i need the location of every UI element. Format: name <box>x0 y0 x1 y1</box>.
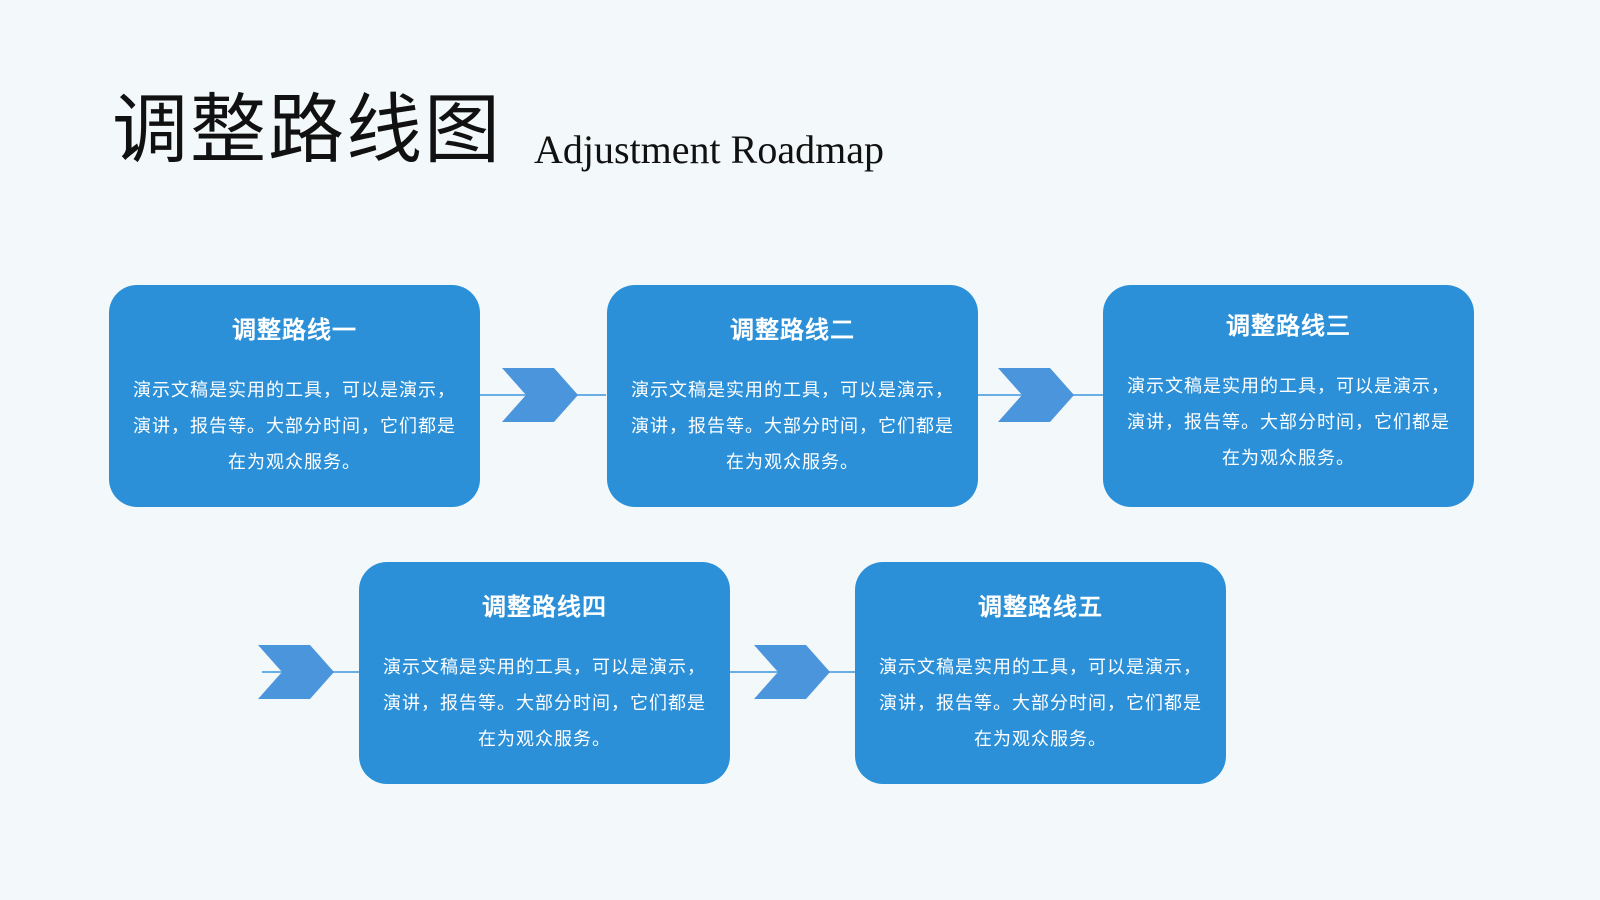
step-description: 演示文稿是实用的工具，可以是演示，演讲，报告等。大部分时间，它们都是在为观众服务… <box>383 657 706 750</box>
roadmap-step-card-1: 调整路线一 演示文稿是实用的工具，可以是演示，演讲，报告等。大部分时间，它们都是… <box>109 285 480 507</box>
step-title: 调整路线一 <box>232 316 357 344</box>
step-description: 演示文稿是实用的工具，可以是演示，演讲，报告等。大部分时间，它们都是在为观众服务… <box>631 380 954 473</box>
step-title: 调整路线三 <box>1226 312 1351 340</box>
roadmap-step-card-5: 调整路线五 演示文稿是实用的工具，可以是演示，演讲，报告等。大部分时间，它们都是… <box>855 562 1226 784</box>
chevron-right-icon <box>998 368 1074 422</box>
step-description: 演示文稿是实用的工具，可以是演示，演讲，报告等。大部分时间，它们都是在为观众服务… <box>133 380 456 473</box>
page-subtitle: Adjustment Roadmap <box>534 127 884 172</box>
step-description: 演示文稿是实用的工具，可以是演示，演讲，报告等。大部分时间，它们都是在为观众服务… <box>1127 376 1450 469</box>
step-title: 调整路线四 <box>482 593 607 621</box>
roadmap-step-card-3: 调整路线三 演示文稿是实用的工具，可以是演示，演讲，报告等。大部分时间，它们都是… <box>1103 285 1474 507</box>
chevron-right-icon <box>258 645 334 699</box>
step-title: 调整路线二 <box>730 316 855 344</box>
roadmap-step-card-2: 调整路线二 演示文稿是实用的工具，可以是演示，演讲，报告等。大部分时间，它们都是… <box>607 285 978 507</box>
roadmap-step-card-4: 调整路线四 演示文稿是实用的工具，可以是演示，演讲，报告等。大部分时间，它们都是… <box>359 562 730 784</box>
step-title: 调整路线五 <box>978 593 1103 621</box>
step-description: 演示文稿是实用的工具，可以是演示，演讲，报告等。大部分时间，它们都是在为观众服务… <box>879 657 1202 750</box>
chevron-right-icon <box>754 645 830 699</box>
page-title: 调整路线图 <box>112 85 502 174</box>
chevron-right-icon <box>502 368 578 422</box>
